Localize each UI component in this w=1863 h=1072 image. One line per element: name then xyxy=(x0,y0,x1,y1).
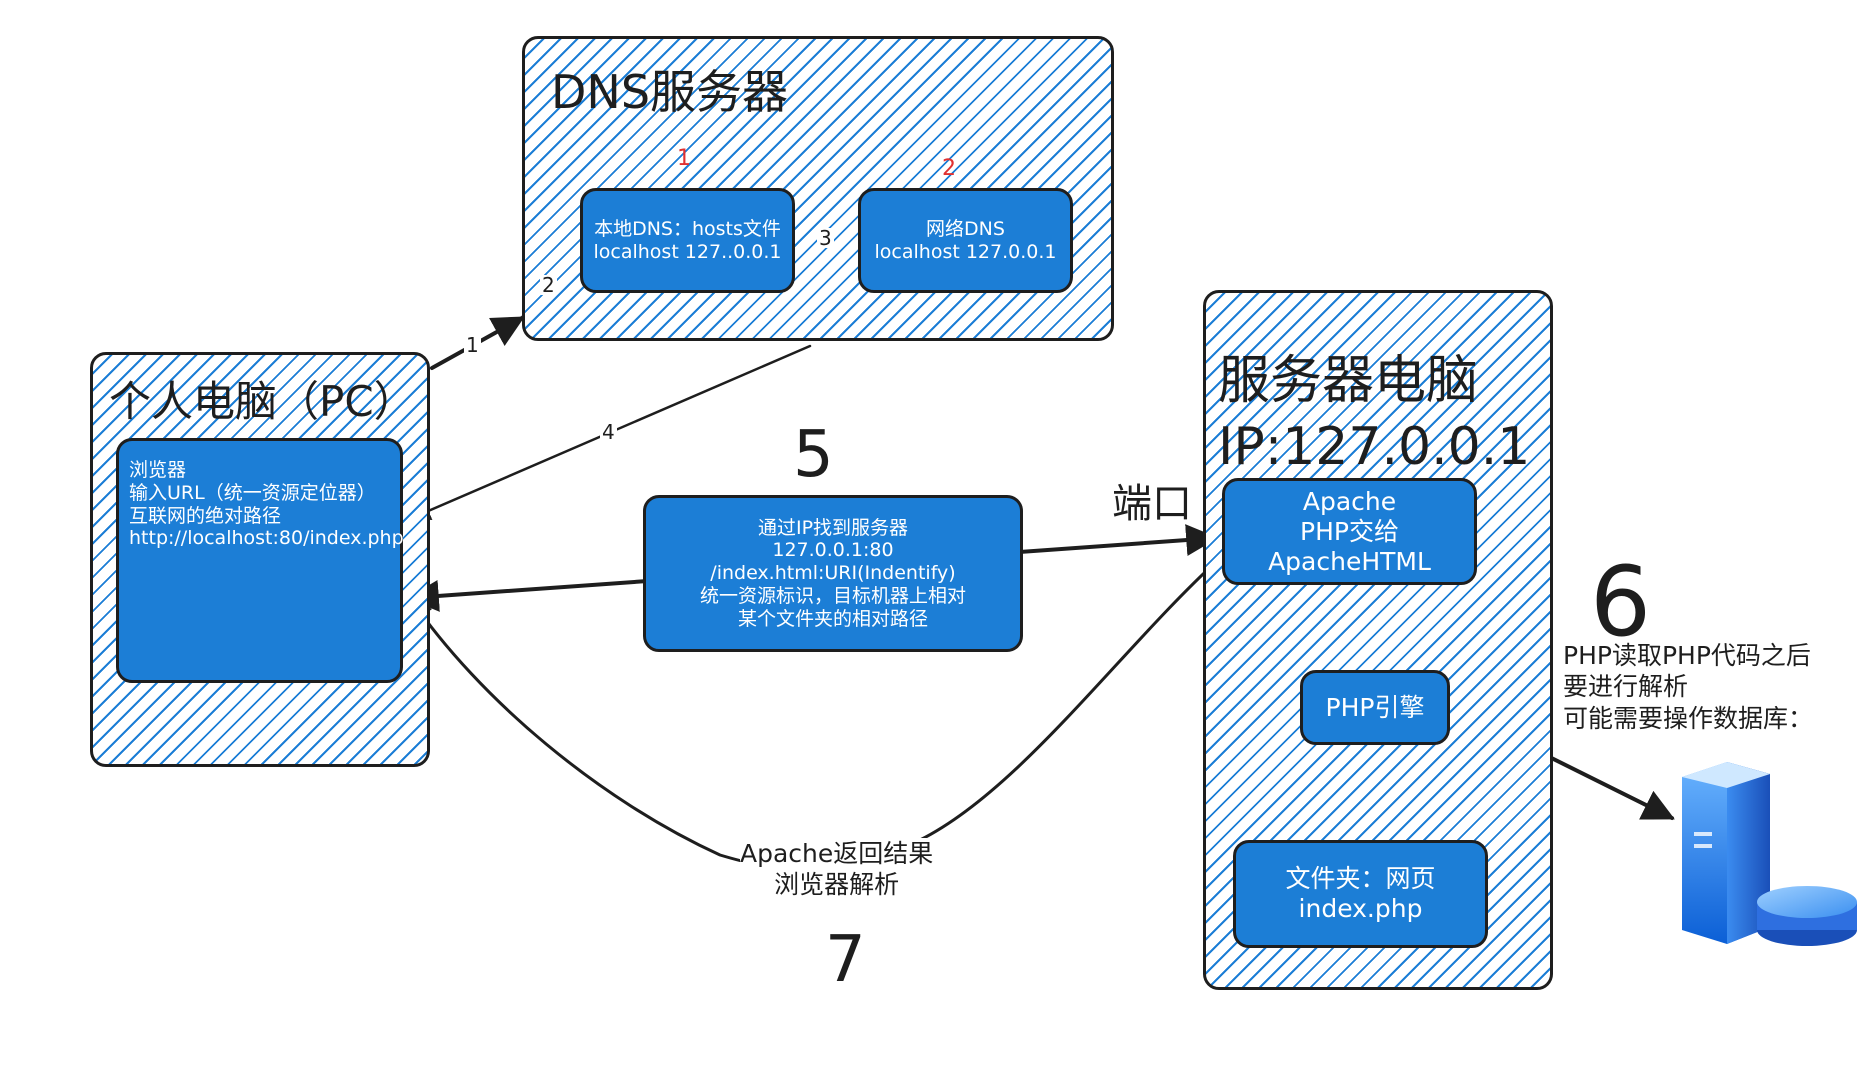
edge-label-4: 4 xyxy=(600,420,617,444)
apache-return-note: Apache返回结果 浏览器解析 xyxy=(740,838,934,901)
local-dns-entry: localhost 127..0.0.1 xyxy=(593,240,782,263)
port-label: 端口 xyxy=(1112,481,1192,527)
apache-box[interactable]: Apache PHP交给 ApacheHTML xyxy=(1222,478,1477,585)
apache-return-line-2: 浏览器解析 xyxy=(774,870,900,900)
browser-url-line: 输入URL（统一资源定位器） xyxy=(129,481,376,504)
dns-server-title: DNS服务器 xyxy=(551,65,789,119)
edge-label-1: 1 xyxy=(464,333,481,357)
network-dns-entry: localhost 127.0.0.1 xyxy=(874,240,1057,263)
browser-url-example: http://localhost:80/index.php xyxy=(129,527,404,550)
server-ip-label: IP:127.0.0.1 xyxy=(1218,417,1531,477)
personal-computer-title: 个人电脑（PC） xyxy=(109,377,416,426)
local-dns-box[interactable]: 本地DNS：hosts文件 localhost 127..0.0.1 xyxy=(580,188,795,293)
local-dns-title: 本地DNS：hosts文件 xyxy=(594,217,781,240)
request-line-3: /index.html:URI(Indentify) xyxy=(710,562,956,585)
apache-return-line-1: Apache返回结果 xyxy=(740,839,934,868)
request-line-4: 统一资源标识，目标机器上相对 xyxy=(699,584,966,607)
php-parse-note: PHP读取PHP代码之后 要进行解析 可能需要操作数据库： xyxy=(1563,640,1813,734)
edge-label-3: 3 xyxy=(817,226,834,250)
step-6-label: 6 xyxy=(1590,546,1652,658)
apache-line-1: Apache xyxy=(1302,486,1397,516)
php-engine-label: PHP引擎 xyxy=(1325,692,1425,722)
browser-box[interactable]: 浏览器 输入URL（统一资源定位器） 互联网的绝对路径 http://local… xyxy=(116,438,404,683)
step-7-label: 7 xyxy=(825,923,866,997)
php-engine-box[interactable]: PHP引擎 xyxy=(1300,670,1450,745)
apache-line-2: PHP交给 xyxy=(1300,516,1399,546)
database-server-icon xyxy=(1682,762,1857,946)
request-line-5: 某个文件夹的相对路径 xyxy=(737,607,928,630)
network-dns-box[interactable]: 网络DNS localhost 127.0.0.1 xyxy=(858,188,1073,293)
folder-file: index.php xyxy=(1298,894,1423,923)
request-line-2: 127.0.0.1:80 xyxy=(772,539,894,562)
edge-label-2: 2 xyxy=(540,273,557,297)
browser-path-line: 互联网的绝对路径 xyxy=(129,504,282,527)
step-5-label: 5 xyxy=(793,418,834,492)
php-note-line-1: PHP读取PHP代码之后 xyxy=(1563,641,1811,670)
browser-title: 浏览器 xyxy=(129,459,187,481)
folder-box[interactable]: 文件夹：网页 index.php xyxy=(1233,840,1488,948)
php-note-line-3: 可能需要操作数据库： xyxy=(1563,703,1814,733)
php-note-line-2: 要进行解析 xyxy=(1563,672,1689,702)
network-dns-number: 2 xyxy=(942,156,956,181)
request-info-box[interactable]: 通过IP找到服务器 127.0.0.1:80 /index.html:URI(I… xyxy=(643,495,1023,652)
request-line-1: 通过IP找到服务器 xyxy=(757,516,909,539)
network-dns-title: 网络DNS xyxy=(926,217,1005,240)
server-computer-title: 服务器电脑 xyxy=(1218,351,1479,411)
folder-title: 文件夹：网页 xyxy=(1285,864,1436,893)
apache-line-3: ApacheHTML xyxy=(1268,546,1431,576)
arrow-request-to-pc xyxy=(406,578,664,612)
local-dns-number: 1 xyxy=(677,146,691,171)
